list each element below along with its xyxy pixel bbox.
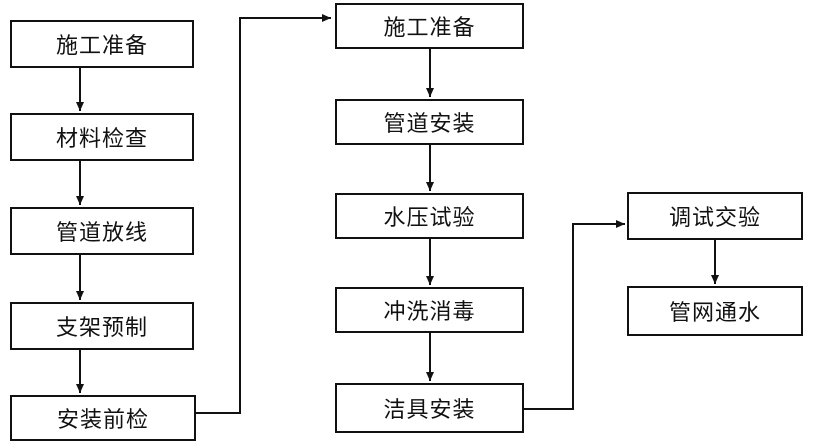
step-label: 管网通水 (668, 301, 761, 326)
step-box-c3-1: 调试交验 (627, 192, 803, 240)
step-box-c1-2: 材料检查 (10, 113, 194, 161)
step-label: 冲洗消毒 (383, 300, 476, 325)
step-label: 支架预制 (55, 316, 148, 341)
step-box-c2-1: 施工准备 (335, 3, 524, 49)
step-box-c1-3: 管道放线 (10, 207, 194, 255)
step-box-c3-2: 管网通水 (627, 286, 803, 336)
step-label: 材料检查 (55, 127, 148, 152)
step-label: 调试交验 (668, 206, 761, 231)
step-box-c2-4: 冲洗消毒 (335, 287, 524, 333)
step-label: 管道放线 (55, 221, 148, 246)
step-box-c1-4: 支架预制 (10, 302, 194, 350)
step-box-c1-5: 安装前检 (10, 395, 196, 441)
step-label: 安装前检 (56, 408, 149, 433)
step-label: 管道安装 (383, 112, 476, 137)
step-box-c2-3: 水压试验 (335, 193, 524, 239)
step-box-c2-2: 管道安装 (335, 99, 524, 145)
arrow-c2-to-c3 (524, 220, 625, 410)
arrow-c1-to-c2 (196, 14, 331, 414)
step-box-c1-1: 施工准备 (10, 20, 194, 68)
step-label: 施工准备 (383, 16, 476, 41)
step-label: 施工准备 (55, 34, 148, 59)
step-box-c2-5: 洁具安装 (335, 383, 524, 433)
step-label: 洁具安装 (383, 398, 476, 423)
step-label: 水压试验 (383, 206, 476, 231)
